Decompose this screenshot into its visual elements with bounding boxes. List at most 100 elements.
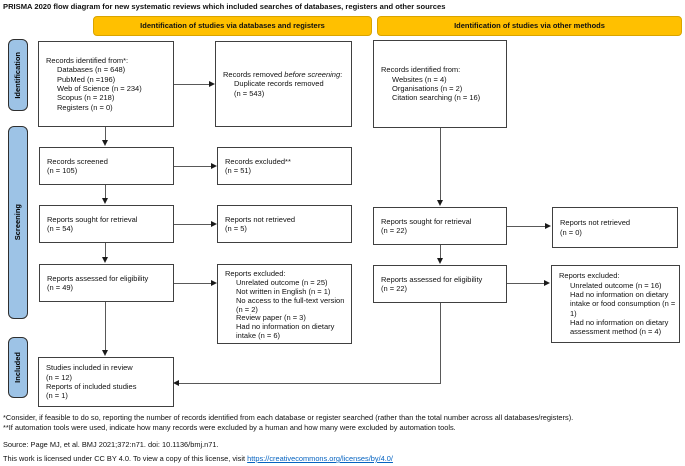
arrowhead-right-icon — [211, 221, 217, 227]
arrow-line-identified-to-screened — [105, 127, 106, 141]
box-records-excluded: Records excluded** (n = 51) — [217, 147, 352, 185]
arrow-line-assessed-to-included — [105, 302, 106, 351]
box-line: Reports excluded: — [559, 271, 620, 281]
box-line: Registers (n = 0) — [57, 102, 113, 112]
box-line: (n = 22) — [381, 226, 408, 235]
arrowhead-down-icon — [437, 200, 443, 206]
arrowhead-down-icon — [102, 140, 108, 146]
box-line: PubMed (n =196) — [57, 74, 116, 84]
box-reports-sought-databases: Reports sought for retrieval (n = 54) — [39, 205, 174, 243]
header-other-methods: Identification of studies via other meth… — [377, 16, 682, 36]
box-reports-sought-other: Reports sought for retrieval (n = 22) — [373, 207, 507, 245]
page-title: PRISMA 2020 flow diagram for new systema… — [3, 2, 446, 11]
arrowhead-right-icon — [211, 280, 217, 286]
arrowhead-left-icon — [173, 380, 179, 386]
box-line: Reports sought for retrieval — [47, 214, 138, 224]
box-reports-not-retrieved-other: Reports not retrieved (n = 0) — [552, 207, 678, 248]
box-line: Reports not retrieved — [225, 214, 296, 224]
arrowhead-right-icon — [544, 280, 550, 286]
box-reports-excluded-other: Reports excluded: Unrelated outcome (n =… — [551, 265, 680, 343]
box-line: (n = 0) — [560, 227, 582, 237]
license-line: This work is licensed under CC BY 4.0. T… — [3, 454, 393, 463]
box-line: (n = 1) — [46, 391, 68, 401]
header-databases-registers: Identification of studies via databases … — [93, 16, 372, 36]
arrow-line-identified-to-removed — [174, 84, 209, 85]
box-records-removed: Records removed before screening: Duplic… — [215, 41, 352, 127]
header-other-label: Identification of studies via other meth… — [454, 21, 605, 31]
source-citation: Source: Page MJ, et al. BMJ 2021;372:n71… — [3, 440, 219, 449]
header-databases-label: Identification of studies via databases … — [140, 21, 325, 31]
license-link[interactable]: https://creativecommons.org/licenses/by/… — [247, 454, 393, 463]
box-line: Studies included in review — [46, 363, 133, 373]
box-line: Not written in English (n = 1) — [236, 287, 331, 296]
box-line: No access to the full-text version (n = … — [236, 296, 345, 315]
box-line: Web of Science (n = 234) — [57, 84, 142, 93]
box-line: (n = 51) — [225, 166, 252, 175]
arrow-line-screened-to-excluded — [174, 166, 211, 167]
arrow-line-other-assessed-to-excluded — [507, 283, 545, 284]
box-reports-not-retrieved-databases: Reports not retrieved (n = 5) — [217, 205, 352, 243]
box-line: (n = 5) — [225, 224, 247, 233]
box-line: Reports excluded: — [225, 269, 286, 278]
arrow-line-sought-to-notretrieved — [174, 224, 211, 225]
arrowhead-right-icon — [211, 163, 217, 169]
arrow-line-screened-to-sought — [105, 185, 106, 199]
box-reports-assessed-databases: Reports assessed for eligibility (n = 49… — [39, 264, 174, 302]
stage-identification-label: Identification — [13, 51, 23, 99]
box-line: (n = 12) — [46, 372, 73, 382]
box-line: Duplicate records removed — [234, 79, 324, 89]
arrow-line-other-identified-to-sought — [440, 128, 441, 201]
box-studies-included: Studies included in review (n = 12) Repo… — [38, 357, 174, 407]
box-line: Records identified from: — [381, 65, 461, 75]
box-reports-assessed-other: Reports assessed for eligibility (n = 22… — [373, 265, 507, 303]
stage-identification: Identification — [8, 39, 28, 111]
box-records-screened: Records screened (n = 105) — [39, 147, 174, 185]
box-line: Unrelated outcome (n = 16) — [570, 280, 662, 290]
arrow-line-other-assessed-down — [440, 303, 441, 384]
box-line: (n = 22) — [381, 284, 408, 293]
box-line: Citation searching (n = 16) — [392, 93, 481, 103]
footnote-automation: **If automation tools were used, indicat… — [3, 423, 456, 432]
box-line: (n = 105) — [47, 166, 78, 175]
box-line: Unrelated outcome (n = 25) — [236, 278, 328, 287]
stage-screening: Screening — [8, 126, 28, 319]
arrow-line-other-to-included — [179, 383, 441, 384]
arrowhead-down-icon — [437, 258, 443, 264]
box-line: Records screened — [47, 156, 108, 166]
box-records-identified-databases: Records identified from*: Databases (n =… — [38, 41, 174, 127]
box-line: Had no information on dietary assessment… — [570, 317, 669, 337]
box-line: Reports sought for retrieval — [381, 216, 472, 226]
box-line: Had no information on dietary intake (n … — [236, 322, 335, 341]
box-line: Reports assessed for eligibility — [381, 274, 483, 284]
stage-included-label: Included — [13, 352, 23, 383]
box-line: Records identified from*: — [46, 56, 129, 66]
footnote-consider: *Consider, if feasible to do so, reporti… — [3, 413, 574, 422]
arrow-line-assessed-to-excluded — [174, 283, 211, 284]
arrowhead-down-icon — [102, 198, 108, 204]
box-line: Databases (n = 648) — [57, 65, 126, 75]
box-reports-excluded-databases: Reports excluded: Unrelated outcome (n =… — [217, 264, 352, 344]
box-records-identified-other: Records identified from: Websites (n = 4… — [373, 40, 507, 128]
stage-included: Included — [8, 337, 28, 398]
box-line: Reports assessed for eligibility — [47, 273, 149, 283]
arrowhead-down-icon — [102, 257, 108, 263]
box-line: Records removed before screening: — [223, 70, 343, 80]
license-text: This work is licensed under CC BY 4.0. T… — [3, 454, 248, 463]
arrowhead-right-icon — [209, 81, 215, 87]
box-line: (n = 543) — [234, 88, 265, 98]
arrow-line-sought-to-assessed — [105, 243, 106, 258]
arrow-line-other-sought-to-assessed — [440, 245, 441, 259]
box-line: Organisations (n = 2) — [392, 84, 463, 93]
box-line: Reports of included studies — [46, 382, 137, 391]
arrowhead-right-icon — [545, 223, 551, 229]
box-line: (n = 49) — [47, 283, 74, 292]
box-line: Review paper (n = 3) — [236, 313, 306, 322]
arrow-line-other-sought-to-notretrieved — [507, 226, 546, 227]
arrowhead-down-icon — [102, 350, 108, 356]
box-line: Reports not retrieved — [560, 218, 631, 228]
stage-screening-label: Screening — [13, 204, 23, 241]
box-line: Had no information on dietary intake or … — [570, 290, 676, 318]
box-line: (n = 54) — [47, 224, 74, 233]
box-line: Records excluded** — [225, 156, 291, 166]
